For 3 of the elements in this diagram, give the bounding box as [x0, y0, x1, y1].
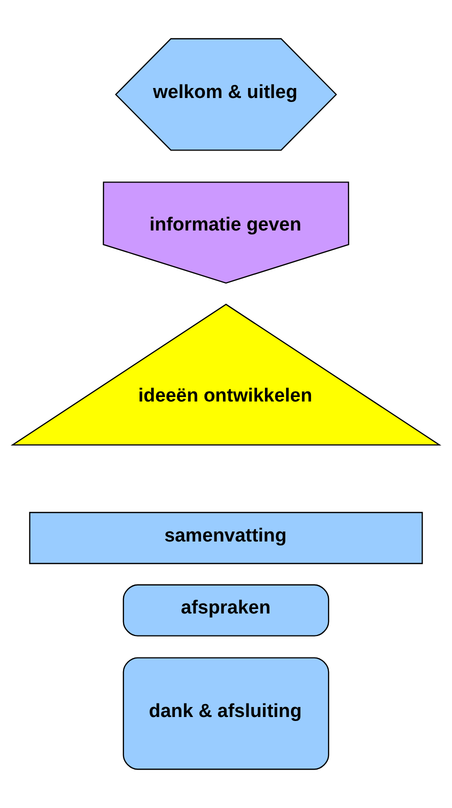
node-box: afspraken [122, 584, 330, 636]
node-box: dank & afsluiting [122, 657, 330, 770]
node-box: samenvatting [29, 512, 423, 564]
